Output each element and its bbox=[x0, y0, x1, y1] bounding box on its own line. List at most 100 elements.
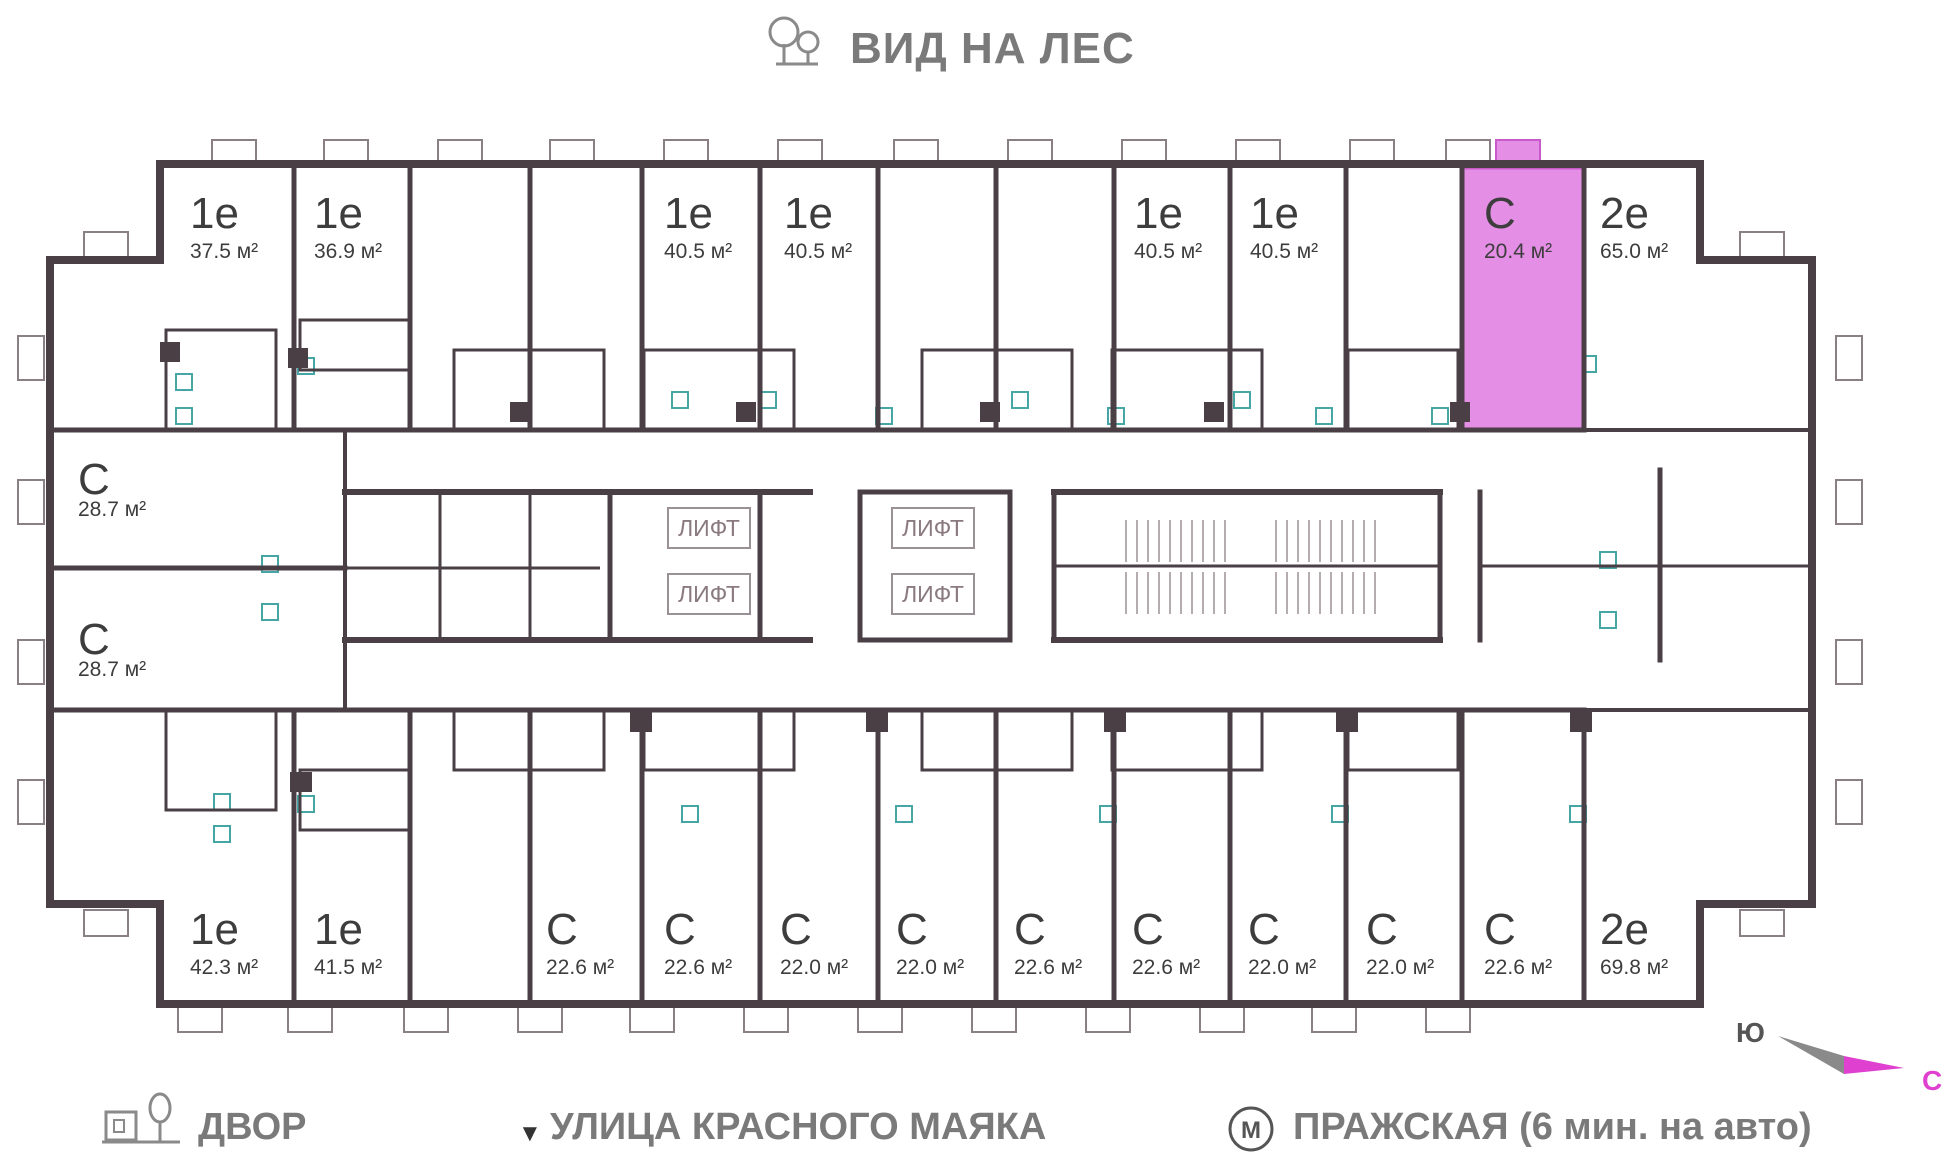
windows bbox=[17, 139, 1863, 1033]
apartment-area-label: 22.6 м² bbox=[546, 956, 614, 979]
window bbox=[83, 231, 129, 259]
apartment-type-label: С bbox=[78, 455, 110, 504]
window bbox=[1199, 1005, 1245, 1033]
window bbox=[1835, 639, 1863, 685]
bath-fixture bbox=[1011, 391, 1029, 409]
window bbox=[83, 909, 129, 937]
bath-fixture bbox=[261, 555, 279, 573]
apartment-area-label: 36.9 м² bbox=[314, 240, 382, 263]
apartment-type-label: 1е bbox=[314, 189, 363, 238]
window bbox=[17, 479, 45, 525]
fixtures bbox=[175, 329, 1617, 843]
bathroom bbox=[164, 708, 278, 812]
window bbox=[17, 639, 45, 685]
bathroom bbox=[1110, 348, 1264, 432]
wall-column bbox=[288, 348, 308, 368]
compass-north-arrow bbox=[1844, 1056, 1904, 1074]
apartment-type-label: 1е bbox=[1134, 189, 1183, 238]
bath-fixture bbox=[671, 391, 689, 409]
bathroom bbox=[642, 348, 796, 432]
playground-icon bbox=[102, 1092, 180, 1144]
apartment-area-label: 28.7 м² bbox=[78, 658, 146, 681]
street-label: УЛИЦА КРАСНОГО МАЯКА bbox=[550, 1106, 1047, 1148]
bath-fixture bbox=[1599, 551, 1617, 569]
apartment-type-label: 2е bbox=[1600, 189, 1649, 238]
lift-label: ЛИФТ bbox=[902, 515, 964, 541]
apartment-area-label: 41.5 м² bbox=[314, 956, 382, 979]
bathroom bbox=[642, 708, 796, 772]
apartment-type-label: С bbox=[78, 615, 110, 664]
wall-column bbox=[160, 342, 180, 362]
bath-fixture bbox=[261, 603, 279, 621]
bathroom bbox=[452, 708, 606, 772]
apartment-type-label: 1е bbox=[1250, 189, 1299, 238]
compass-south-label: Ю bbox=[1736, 1017, 1765, 1048]
bath-fixture bbox=[681, 805, 699, 823]
window bbox=[629, 1005, 675, 1033]
bath-fixture bbox=[213, 825, 231, 843]
trees-icon bbox=[768, 16, 820, 66]
bath-fixture bbox=[1315, 407, 1333, 425]
window bbox=[1739, 231, 1785, 259]
lift-box bbox=[891, 507, 975, 549]
metro-symbol: М bbox=[1241, 1117, 1261, 1144]
apartment-area-label: 42.3 м² bbox=[190, 956, 258, 979]
highlighted-apartment bbox=[1460, 166, 1586, 432]
lift-box bbox=[667, 573, 751, 615]
wall-column bbox=[1336, 712, 1358, 732]
compass-south-arrow bbox=[1778, 1036, 1844, 1074]
apartment-type-label: С bbox=[780, 905, 812, 954]
apartment-type-label: С bbox=[896, 905, 928, 954]
bathroom bbox=[452, 348, 606, 432]
bathroom bbox=[164, 328, 278, 432]
window bbox=[1835, 335, 1863, 381]
apartment-type-label: С bbox=[1014, 905, 1046, 954]
bath-fixture bbox=[213, 793, 231, 811]
wall-column bbox=[866, 712, 888, 732]
apartment-area-label: 40.5 м² bbox=[1134, 240, 1202, 263]
window bbox=[743, 1005, 789, 1033]
lift-label: ЛИФТ bbox=[902, 581, 964, 607]
window bbox=[403, 1005, 449, 1033]
apartment-area-label: 22.0 м² bbox=[896, 956, 964, 979]
metro-icon: М bbox=[1228, 1106, 1274, 1152]
window bbox=[177, 1005, 223, 1033]
apartment-area-label: 20.4 м² bbox=[1484, 240, 1552, 263]
bath-fixture bbox=[1599, 611, 1617, 629]
apartment-area-label: 22.6 м² bbox=[1014, 956, 1082, 979]
lift-box bbox=[891, 573, 975, 615]
window bbox=[1739, 909, 1785, 937]
compass-north-label: С bbox=[1922, 1065, 1942, 1096]
apartment-type-label: С bbox=[546, 905, 578, 954]
window bbox=[857, 1005, 903, 1033]
wall-column bbox=[1204, 402, 1224, 422]
window bbox=[1311, 1005, 1357, 1033]
window bbox=[287, 1005, 333, 1033]
bath-fixture bbox=[1431, 407, 1449, 425]
yard-label: ДВОР bbox=[198, 1106, 307, 1148]
lift-label: ЛИФТ bbox=[678, 581, 740, 607]
apartment-area-label: 40.5 м² bbox=[784, 240, 852, 263]
window bbox=[1835, 779, 1863, 825]
wall-column bbox=[290, 772, 312, 792]
bathroom bbox=[1346, 708, 1460, 772]
bathroom bbox=[920, 708, 1074, 772]
walls bbox=[46, 160, 1816, 1008]
highlight-layer bbox=[1460, 139, 1586, 432]
lift-label: ЛИФТ bbox=[678, 515, 740, 541]
apartment-area-label: 22.6 м² bbox=[664, 956, 732, 979]
metro-label: ПРАЖСКАЯ (6 мин. на авто) bbox=[1293, 1106, 1812, 1148]
apartment-type-label: 1е bbox=[190, 189, 239, 238]
wall-column bbox=[510, 402, 530, 422]
apartment-type-label: 1е bbox=[314, 905, 363, 954]
triangle-down-icon: ▼ bbox=[518, 1120, 542, 1147]
wall-column bbox=[1570, 712, 1592, 732]
bath-fixture bbox=[175, 373, 193, 391]
wall-column bbox=[980, 402, 1000, 422]
bathroom bbox=[298, 318, 412, 372]
window bbox=[971, 1005, 1017, 1033]
apartment-type-label: 1е bbox=[664, 189, 713, 238]
bathroom bbox=[1110, 708, 1264, 772]
